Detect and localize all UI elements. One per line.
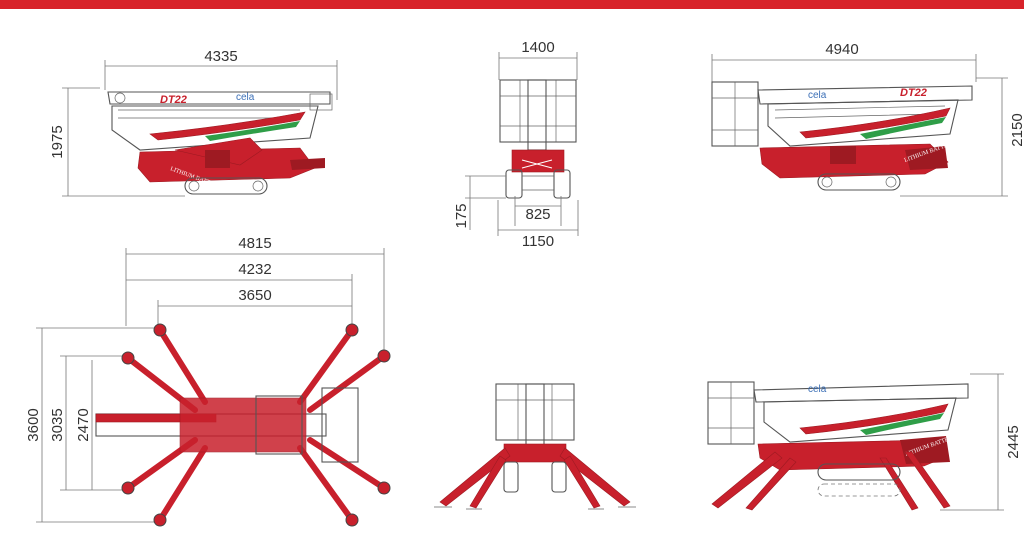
- dim-front-overall-width: 1150: [522, 233, 554, 250]
- side-view-stowed: 4335 1975 LITHIUM BATTERY cela DT22: [49, 48, 338, 197]
- dim-front-width-top: 1400: [521, 39, 554, 56]
- dim-side-stowed-height: 1975: [49, 125, 66, 158]
- logo-cela-2: cela: [808, 90, 827, 101]
- model-logo-2: DT22: [900, 87, 927, 99]
- dim-top-span-middle: 4232: [238, 261, 271, 278]
- dim-side-stowed-length: 4335: [204, 48, 237, 65]
- track-side-1: [184, 177, 268, 195]
- track-side-2: [817, 173, 901, 191]
- front-view-outriggers: [434, 383, 636, 510]
- logo-cela-3: cela: [808, 384, 827, 395]
- header-band: [0, 0, 1024, 9]
- dim-top-span-outer: 4815: [238, 235, 271, 252]
- dim-side-basket-length: 4940: [825, 41, 858, 58]
- outrigger-pads: [121, 323, 391, 527]
- dim-top-span-inner: 3650: [238, 287, 271, 304]
- top-view-outriggers: 4815 4232 3650 3600 3035 2470: [25, 235, 391, 527]
- model-logo-1: DT22: [160, 94, 187, 106]
- dim-top-depth-inner: 2470: [75, 408, 92, 441]
- dim-front-track-width: 825: [525, 206, 550, 223]
- dim-top-depth-middle: 3035: [49, 408, 66, 441]
- dim-top-depth-outer: 3600: [25, 408, 42, 441]
- dim-front-ground-clearance: 175: [453, 203, 470, 228]
- basket-top: [321, 387, 359, 463]
- basket-front: [499, 79, 577, 143]
- dim-side-outriggers-height: 2445: [1005, 425, 1022, 458]
- dim-side-basket-height: 2150: [1009, 113, 1024, 146]
- side-view-basket: 4940 2150 LITHIUM BATTERY cela DT22: [711, 41, 1024, 197]
- front-view-stowed: 1400 175 825 1150: [453, 39, 579, 250]
- logo-cela-1: cela: [236, 92, 255, 103]
- side-view-outriggers: 2445 LITHIUM BATTERY cela: [707, 373, 1022, 511]
